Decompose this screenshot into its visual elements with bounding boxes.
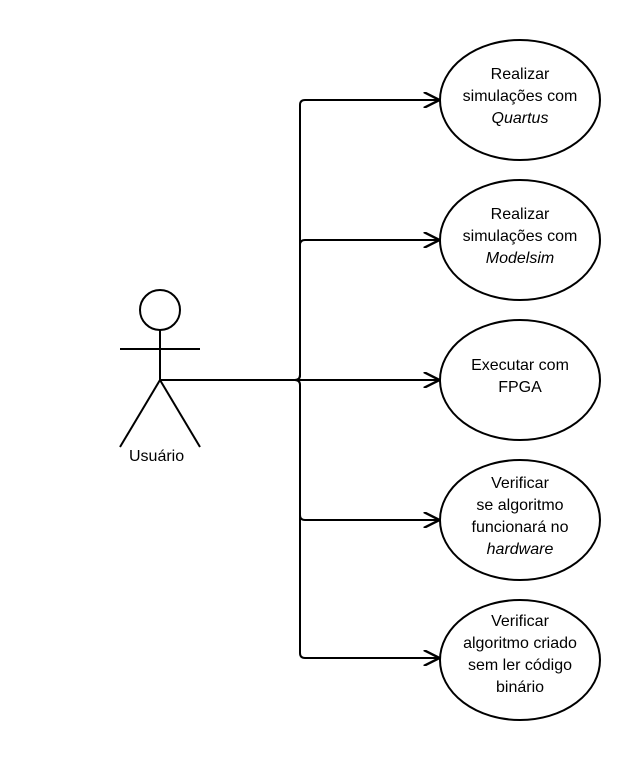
use-case-label-line: hardware (486, 541, 554, 558)
use-case-label-line: Executar com (471, 357, 569, 374)
use-case-label-line: simulações com (462, 228, 578, 245)
actor-right-leg (159, 379, 201, 448)
use-case-fpga-label: Executar com FPGA (440, 355, 600, 399)
use-case-ellipses (439, 39, 601, 721)
connectors (160, 100, 438, 658)
use-case-modelsim-label: Realizar simulações com Modelsim (440, 204, 600, 270)
use-case-label-line: algoritmo criado (463, 635, 577, 652)
use-case-label-line: Modelsim (485, 250, 555, 267)
use-case-binario-ellipse[interactable] (439, 599, 601, 721)
use-case-binario-label: Verificar algoritmo criado sem ler códig… (440, 611, 600, 699)
actor-figure (119, 289, 201, 448)
use-case-label-line: FPGA (498, 379, 542, 396)
actor-label: Usuário (129, 448, 185, 465)
actor-head (139, 289, 181, 331)
use-case-modelsim-ellipse[interactable] (439, 179, 601, 301)
use-case-label-line: Verificar (491, 475, 549, 492)
connector-binario (160, 379, 438, 658)
use-case-label-line: se algoritmo (476, 497, 564, 514)
use-case-quartus-label: Realizar simulações com Quartus (440, 64, 600, 130)
use-case-label-line: binário (495, 679, 545, 696)
use-case-label-line: Realizar (490, 66, 550, 83)
use-case-label-line: funcionará no (471, 519, 569, 536)
use-case-label-line: Quartus (491, 110, 549, 127)
actor-left-leg (119, 379, 161, 448)
use-case-label-line: simulações com (462, 88, 578, 105)
use-case-hardware-ellipse[interactable] (439, 459, 601, 581)
use-case-hardware-label: Verificar se algoritmo funcionará no har… (440, 473, 600, 561)
use-case-fpga-ellipse[interactable] (439, 319, 601, 441)
use-case-label-line: sem ler código (467, 657, 573, 674)
use-case-label-line: Verificar (491, 613, 549, 630)
use-case-quartus-ellipse[interactable] (439, 39, 601, 161)
use-case-label-line: Realizar (490, 206, 550, 223)
connector-modelsim (160, 240, 438, 381)
